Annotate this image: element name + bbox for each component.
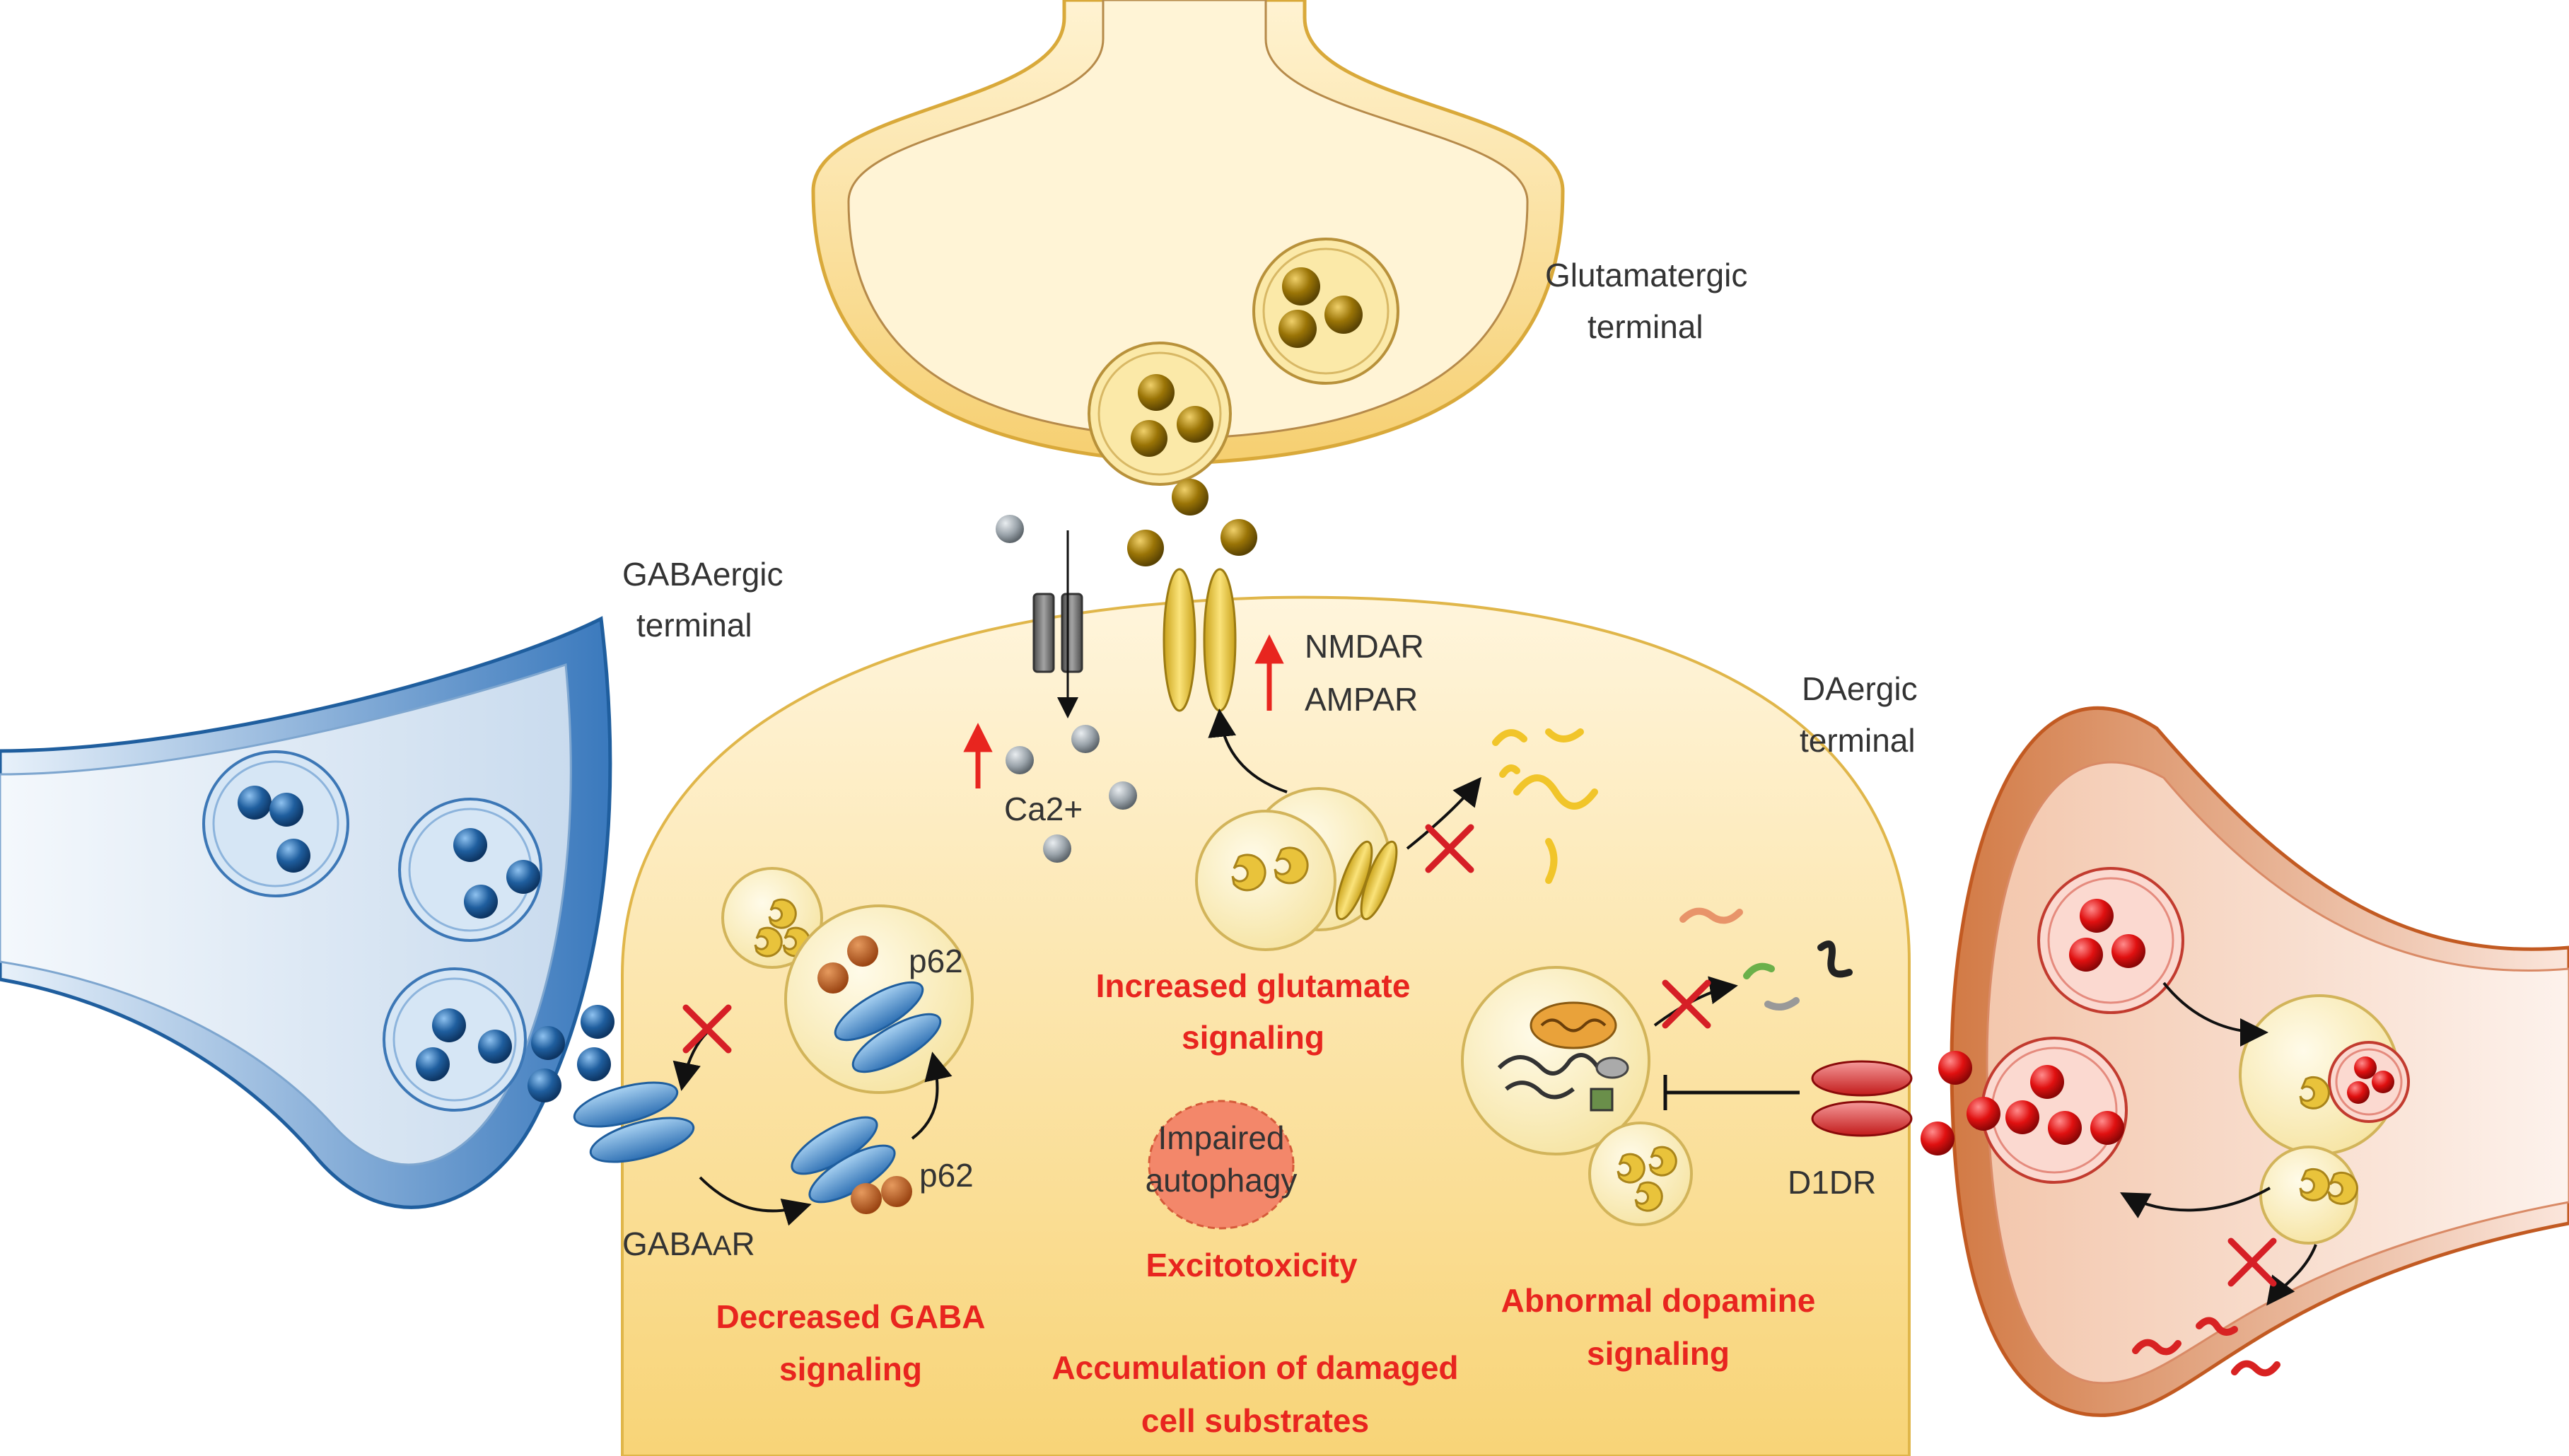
gaba-autophagosome [784, 904, 974, 1094]
daergic-terminal [1921, 706, 2569, 1417]
gaba-vesicle [202, 750, 349, 897]
dopamine-molecules [1921, 899, 2394, 1155]
glutamate-inhibition-cross [1425, 824, 1474, 873]
accumulation-effect-line1: Accumulation of damaged [1052, 1349, 1458, 1386]
glutamate-molecules [1127, 267, 1363, 566]
p62-label-top: p62 [909, 943, 963, 979]
gabaergic-label-line1: GABAergic [622, 556, 783, 593]
daergic-label-line1: DAergic [1802, 670, 1918, 707]
nmdar-label: NMDAR [1305, 628, 1424, 665]
calcium-ions [996, 515, 1137, 863]
d1dr-label: D1DR [1788, 1164, 1876, 1201]
p62-label-bottom: p62 [919, 1157, 974, 1194]
postsynaptic-neuron [621, 595, 1911, 1456]
gaba-vesicle [398, 798, 542, 942]
glutamatergic-label-line1: Glutamatergic [1545, 257, 1747, 293]
glutamate-vesicle [1088, 342, 1232, 486]
dopamine-effect-line2: signaling [1587, 1335, 1730, 1372]
gabaar-label: GABAAR [622, 1225, 755, 1262]
gaba-inhibition-cross [682, 1004, 732, 1054]
impaired-autophagy-badge [1148, 1100, 1295, 1230]
impaired-autophagy-line1: Impaired [1158, 1119, 1285, 1156]
dopamine-lysosome [1588, 1122, 1693, 1226]
degraded-receptor-fragments [1492, 728, 1598, 884]
gabaergic-label-line2: terminal [636, 607, 752, 643]
d1dr-inhibition-line [1663, 1075, 1800, 1110]
gaba-effect-line2: signaling [779, 1351, 922, 1387]
glutamate-receptor-autophagosome [1195, 787, 1398, 951]
d1dr-receptor [1811, 1060, 1913, 1137]
glutamatergic-label-line2: terminal [1588, 308, 1703, 345]
ca2-label: Ca2+ [1004, 791, 1083, 827]
glutamate-effect-line2: signaling [1182, 1019, 1324, 1056]
gabaa-receptor-internalized [791, 1116, 912, 1214]
gaba-molecules [238, 786, 614, 1102]
gabaa-receptor-membrane [573, 1081, 695, 1163]
increase-arrows [963, 634, 1284, 788]
excitotoxicity-label: Excitotoxicity [1146, 1247, 1358, 1283]
da-yellow-crescents [2299, 1076, 2358, 1205]
nmdar-ampar-receptor [1163, 568, 1237, 712]
daergic-label-line2: terminal [1800, 722, 1916, 759]
ampar-label: AMPAR [1305, 681, 1418, 718]
impaired-autophagy-line2: autophagy [1146, 1162, 1298, 1199]
dopamine-inhibition-cross [1662, 979, 1711, 1029]
damaged-organelle-autophagosome [1461, 966, 1650, 1155]
dopamine-vesicle [1981, 1037, 2128, 1184]
gaba-effect-line1: Decreased GABA [716, 1298, 986, 1335]
dopamine-effect-line1: Abnormal dopamine [1501, 1282, 1816, 1319]
dopamine-fragments [2132, 1317, 2280, 1377]
degraded-substrate-fragments [1679, 907, 1853, 1011]
glutamate-effect-line1: Increased glutamate [1096, 967, 1411, 1004]
accumulation-effect-line2: cell substrates [1141, 1402, 1369, 1439]
da-inhibition-cross [2227, 1237, 2277, 1287]
glutamatergic-terminal [811, 0, 1565, 566]
gabaergic-terminal [0, 616, 614, 1209]
dopamine-vesicle [2037, 867, 2184, 1014]
